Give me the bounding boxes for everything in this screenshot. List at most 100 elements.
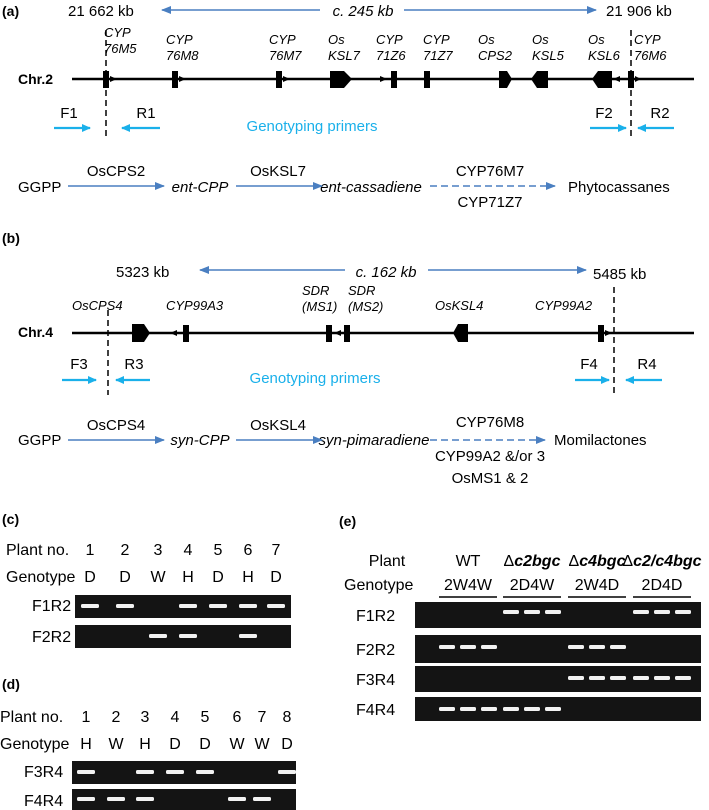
gene-block-cyp71z7 (424, 71, 430, 88)
panel-c-genotype: H (242, 569, 254, 586)
primer-f1: F1 (60, 105, 78, 122)
pathway-b-enzyme-2: OsKSL4 (250, 417, 306, 434)
pathway-b-enzyme-3b: CYP99A2 &/or 3 (435, 448, 545, 465)
panel-c-genotype: D (119, 569, 131, 586)
gel-band (439, 645, 455, 649)
gel-band (239, 604, 257, 608)
pathway-a-intermediate-2: ent-cassadiene (320, 179, 422, 196)
panel-c-genotype-label: Genotype (6, 569, 75, 586)
panel-e-plant-label: Plant (369, 553, 406, 570)
panel-c-row-label-2: F2R2 (32, 629, 71, 646)
pathway-b-start: GGPP (18, 432, 61, 449)
gene-block-osksl5 (531, 71, 548, 88)
gel-band (481, 645, 497, 649)
gene-block-osksl6 (592, 71, 612, 88)
panel-b-span: c. 162 kb (356, 264, 417, 281)
panel-d-plant-number: 6 (233, 709, 242, 726)
panel-e-genotype-label: Genotype (344, 577, 413, 594)
panel-e-row-label: F2R2 (356, 642, 395, 659)
gene-block-cyp71z6 (391, 71, 397, 88)
gel-e-row (415, 602, 701, 628)
gene-label-sdr-ms2: SDR(MS2) (348, 283, 383, 314)
gel-band (545, 610, 561, 614)
panel-d-plant-number: 1 (82, 709, 91, 726)
pathway-b-product: Momilactones (554, 432, 647, 449)
gel-band (166, 770, 184, 774)
panel-e-label: (e) (339, 513, 356, 529)
gel-band (136, 797, 154, 801)
gene-label-cyp99a3: CYP99A3 (166, 298, 224, 313)
gene-block-cyp76m7 (276, 71, 282, 88)
gel-band (196, 770, 214, 774)
panel-e-row-label: F4R4 (356, 702, 395, 719)
gel-band (654, 610, 670, 614)
panel-e-genotype: 2W4W (444, 577, 493, 594)
gel-band (633, 676, 649, 680)
panel-d-genotype: D (281, 736, 293, 753)
panel-c-genotype: D (212, 569, 224, 586)
gel-band (460, 707, 476, 711)
panel-d-genotype: H (80, 736, 92, 753)
gene-block-cyp99a2 (598, 325, 604, 342)
panel-d-plant-number: 8 (283, 709, 292, 726)
primer-r4: R4 (637, 356, 656, 373)
panel-b-left-coordinate: 5323 kb (116, 264, 169, 281)
panel-c-plant-number: 7 (272, 542, 281, 559)
panel-d-row-label-2: F4R4 (24, 793, 63, 810)
panel-d-label: (d) (2, 676, 20, 692)
panel-d-genotype: W (229, 736, 245, 753)
panel-c-genotype: W (150, 569, 166, 586)
primer-r1: R1 (136, 105, 155, 122)
panel-b: (b) 5323 kb c. 162 kb 5485 kb OsCPS4 CYP… (2, 230, 694, 487)
pathway-a-product: Phytocassanes (568, 179, 670, 196)
panel-d-genotype: W (108, 736, 124, 753)
gel-band (481, 707, 497, 711)
panel-d-genotype: W (254, 736, 270, 753)
pathway-b-enzyme-1: OsCPS4 (87, 417, 145, 434)
panel-a-left-coordinate: 21 662 kb (68, 3, 134, 20)
primer-r2: R2 (650, 105, 669, 122)
pathway-b-enzyme-3a: CYP76M8 (456, 414, 524, 431)
gel-band (77, 770, 95, 774)
gel-band (654, 676, 670, 680)
panel-d-plant-number: 5 (201, 709, 210, 726)
panel-c-genotype: D (84, 569, 96, 586)
gel-band (524, 610, 540, 614)
gel-band (116, 604, 134, 608)
gene-label-sdr-ms1: SDR(MS1) (302, 283, 337, 314)
gel-band (460, 645, 476, 649)
gene-block-cyp76m5 (103, 71, 109, 88)
gene-blocks-a (103, 71, 641, 88)
panel-d-genotype: H (139, 736, 151, 753)
gene-label-osksl4: OsKSL4 (435, 298, 483, 313)
gel-band (107, 797, 125, 801)
gel-band (589, 676, 605, 680)
panel-e-row-label: F3R4 (356, 672, 395, 689)
panel-e: (e) Plant Genotype WT2W4WΔc2bgc2D4WΔc4bg… (339, 513, 702, 721)
panel-d-row-label-1: F3R4 (24, 764, 63, 781)
gene-block-osksl4 (453, 324, 468, 342)
panel-c-label: (c) (2, 511, 19, 527)
gel-band (503, 610, 519, 614)
chromosome-label-b: Chr.4 (18, 324, 53, 340)
gel-band (675, 676, 691, 680)
primer-r3: R3 (124, 356, 143, 373)
gel-band (589, 645, 605, 649)
gel-band (149, 634, 167, 638)
panel-e-genotype: 2W4D (575, 577, 619, 594)
panel-d-genotype-label: Genotype (0, 736, 69, 753)
gel-e-row (415, 635, 701, 663)
panel-e-group-name: Δc2/c4bgc (622, 553, 701, 570)
pathway-a-intermediate-1: ent-CPP (172, 179, 229, 196)
panel-e-group-name: Δc2bgc (504, 553, 561, 570)
gene-block-sdr-ms1 (326, 325, 332, 342)
genotyping-primers-label-a: Genotyping primers (247, 118, 378, 135)
